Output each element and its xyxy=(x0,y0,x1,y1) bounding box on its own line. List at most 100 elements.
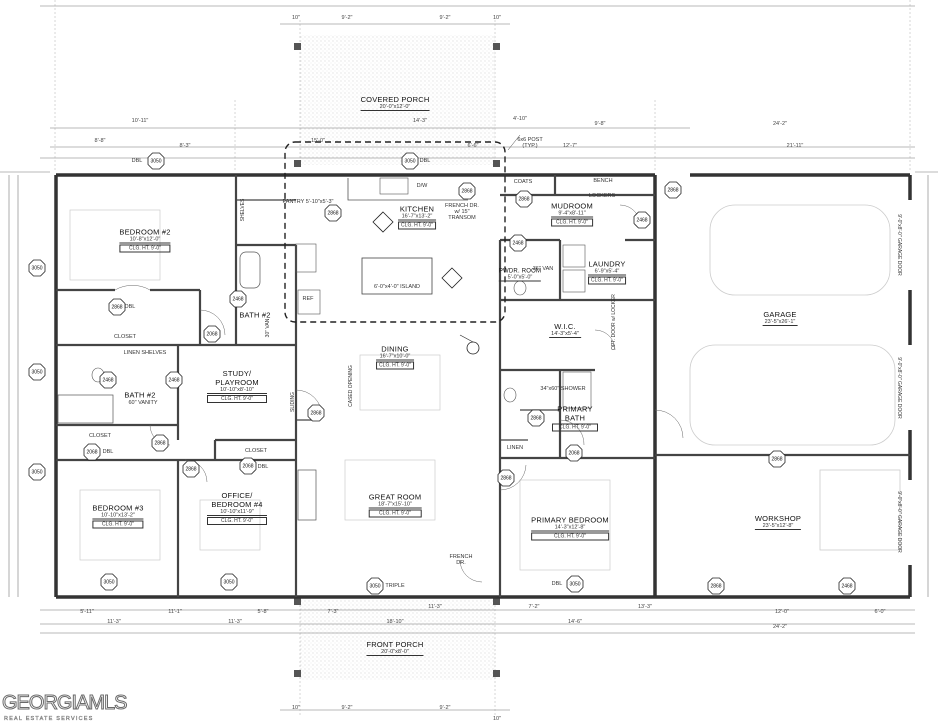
vanity-36-note: 36" VAN xyxy=(532,266,554,272)
french-door-note-2: FRENCH DR. xyxy=(449,554,473,566)
dim-label: 10" xyxy=(492,716,502,722)
door-window-tag: 2068 xyxy=(239,457,257,475)
bench-note: BENCH xyxy=(593,178,613,184)
vanity-30-note: 30" VAN xyxy=(265,318,271,338)
room-dims: 20'-0"x12'-0" xyxy=(360,104,430,111)
room-ceiling: CLG. HT. 9'-0" xyxy=(207,517,267,525)
cased-opening-note: CASED OPENING xyxy=(348,365,354,407)
dim-label: 18'-10" xyxy=(386,619,404,625)
room-name: PRIMARY BEDROOM xyxy=(531,515,609,525)
dim-label: 7'-3" xyxy=(327,609,339,615)
garage-door-note-3: 9'-0"x8'-0" GARAGE DOOR xyxy=(896,491,902,553)
door-window-tag: 2868 xyxy=(497,469,515,487)
dim-label: 10'-11" xyxy=(131,118,149,124)
dim-label: 6'-6" xyxy=(467,143,479,149)
dim-label: 11'-1" xyxy=(168,609,182,615)
room-ceiling: CLG. HT. 9'-0" xyxy=(531,532,609,541)
dim-label: 9'-2" xyxy=(439,705,451,711)
dim-label: 15'-0" xyxy=(310,138,326,144)
room-name: FRONT PORCH xyxy=(366,640,424,649)
room-dims: 14'-3"x12'-8" xyxy=(531,525,609,532)
closet-note-bed2: CLOSET xyxy=(113,334,137,340)
lockers-note: LOCKERS xyxy=(588,193,616,199)
room-dims: 10'-10"x8'-10" xyxy=(207,387,267,394)
dim-label: 10" xyxy=(291,705,301,711)
island-outline xyxy=(361,257,433,295)
room-workshop: WORKSHOP 23'-5"x12'-8" xyxy=(754,514,802,530)
dim-label: 9'-2" xyxy=(439,15,451,21)
door-window-tag: 2868 xyxy=(458,182,476,200)
room-ceiling: CLG. HT. 9'-0" xyxy=(552,423,598,432)
room-dims: 23'-5"x26'-1" xyxy=(762,319,798,326)
room-dims: 10'-8"x12'-0" xyxy=(119,237,171,244)
dbl-note-3: DBL xyxy=(124,304,136,310)
room-great-room: GREAT ROOM 18'-7"x15'-10" CLG. HT. 9'-0" xyxy=(368,492,422,518)
vanity-60-note: 60" VANITY xyxy=(128,400,158,406)
room-primary-bedroom: PRIMARY BEDROOM 14'-3"x12'-8" CLG. HT. 9… xyxy=(531,516,609,541)
shelves-note: SHELVES xyxy=(240,198,246,222)
garage-door-note-2: 9'-0"x8'-0" GARAGE DOOR xyxy=(896,357,902,419)
room-name: GREAT ROOM xyxy=(368,492,422,502)
room-dims: 6'-9"x5'-4" xyxy=(588,269,626,276)
dim-label: 24'-2" xyxy=(772,121,788,127)
room-name: BATH #2 xyxy=(239,310,271,320)
room-name: PRIMARY BATH xyxy=(557,404,593,423)
dim-label: 9'-2" xyxy=(341,15,353,21)
dim-label: 6'-0" xyxy=(874,609,886,615)
front-porch-area xyxy=(300,600,495,680)
georgia-mls-logo: GEORGIAMLS REAL ESTATE SERVICES xyxy=(1,690,127,726)
door-window-tag: 2868 xyxy=(515,190,533,208)
kitchen-outline xyxy=(284,141,506,323)
logo-subtitle: REAL ESTATE SERVICES xyxy=(4,716,94,722)
room-name: WORKSHOP xyxy=(754,514,802,523)
door-window-tag: 3050 xyxy=(220,573,238,591)
post-note: 6x6 POST (TYP.) xyxy=(517,137,543,149)
door-window-tag: 2868 xyxy=(307,404,325,422)
room-dims: 14'-3"x5'-4" xyxy=(549,331,581,338)
room-ceiling: CLG. HT. 9'-0" xyxy=(376,361,414,370)
dim-label: 11'-3" xyxy=(107,619,121,625)
dim-label: 10" xyxy=(492,15,502,21)
coats-note: COATS xyxy=(513,179,533,185)
room-primary-bath: PRIMARY BATH CLG. HT. 9'-0" xyxy=(552,405,598,432)
room-dims: 23'-5"x12'-8" xyxy=(754,523,802,530)
shower-note: 34"x60" SHOWER xyxy=(540,386,586,392)
dim-label: 7'-2" xyxy=(528,604,540,610)
dim-label: 5'-11" xyxy=(80,609,94,615)
room-name: OFFICE/ BEDROOM #4 xyxy=(211,491,263,509)
dim-label: 9'-2" xyxy=(341,705,353,711)
dim-label: 14'-6" xyxy=(567,619,583,625)
door-window-tag: 2468 xyxy=(509,234,527,252)
room-ceiling: CLG. HT. 9'-0" xyxy=(368,509,422,518)
room-dims: 16'-7"x10'-0" xyxy=(376,354,414,361)
room-ceiling: CLG. HT. 9'-0" xyxy=(119,244,171,253)
room-name: GARAGE xyxy=(763,310,797,319)
door-window-tag: 2868 xyxy=(664,181,682,199)
door-window-tag: 2868 xyxy=(707,577,725,595)
dbl-note-2: DBL xyxy=(419,158,431,164)
room-name: MUDROOM xyxy=(551,201,593,211)
room-kitchen: KITCHEN 16'-7"x13'-2" CLG. HT. 9'-0" xyxy=(398,205,436,230)
french-door-note: FRENCH DR. w/ 15" TRANSOM xyxy=(445,203,479,221)
island-note: 6'-0"x4'-0" ISLAND xyxy=(373,284,421,290)
door-window-tag: 3050 xyxy=(147,152,165,170)
door-window-tag: 2068 xyxy=(203,325,221,343)
dim-label: 8'-8" xyxy=(94,138,106,144)
room-dims: 10'-10"x11'-9" xyxy=(207,509,267,516)
door-window-tag: 3050 xyxy=(100,573,118,591)
dbl-note-5: DBL xyxy=(257,464,269,470)
door-window-tag: 2468 xyxy=(633,211,651,229)
room-dims: 18'-7"x15'-10" xyxy=(368,502,422,509)
dim-label: 11'-3" xyxy=(428,604,442,610)
room-front-porch: FRONT PORCH 20'-0"x8'-0" xyxy=(366,640,424,656)
door-window-tag: 2468 xyxy=(838,577,856,595)
covered-porch-area xyxy=(300,35,495,165)
room-bedroom-2: BEDROOM #2 10'-8"x12'-0" CLG. HT. 9'-0" xyxy=(119,227,171,253)
linen-shelves-note: LINEN SHELVES xyxy=(123,350,167,356)
room-name: STUDY/ PLAYROOM xyxy=(215,369,259,387)
dim-label: 8'-3" xyxy=(179,143,191,149)
room-name: BEDROOM #2 xyxy=(119,227,171,237)
door-window-tag: 2868 xyxy=(527,409,545,427)
room-ceiling: CLG. HT. 9'-0" xyxy=(588,276,626,285)
